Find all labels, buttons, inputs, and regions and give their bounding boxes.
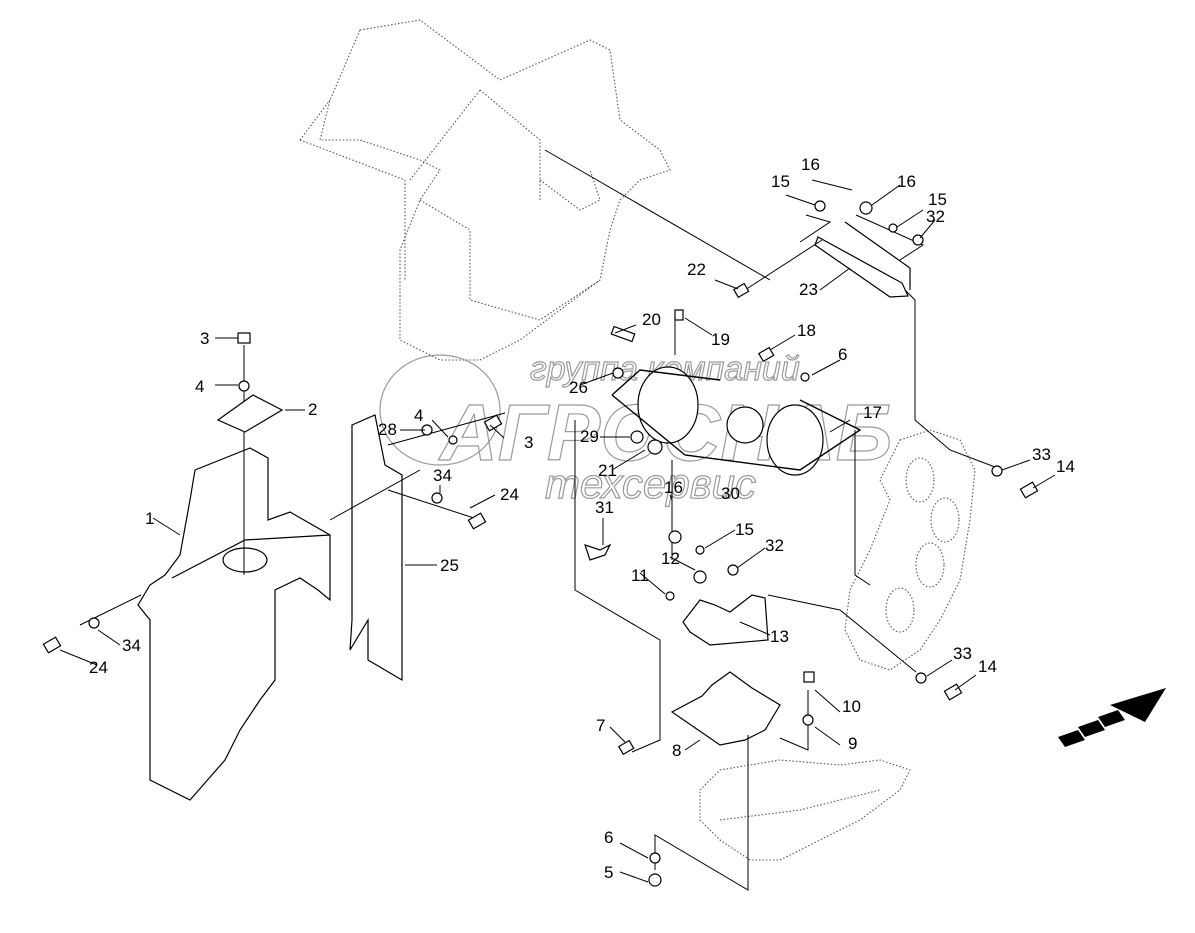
callout-25[interactable]: 25	[440, 556, 459, 575]
callout-13[interactable]: 13	[770, 627, 789, 646]
part-base-8	[670, 671, 781, 746]
callout-33[interactable]: 33	[953, 644, 972, 663]
callout-8[interactable]: 8	[672, 741, 681, 760]
callout-24[interactable]: 24	[89, 658, 108, 677]
leader-lines	[79, 149, 1004, 891]
callout-3[interactable]: 3	[524, 433, 533, 452]
callout-2[interactable]: 2	[308, 400, 317, 419]
callout-1[interactable]: 1	[145, 509, 154, 528]
callout-21[interactable]: 21	[598, 461, 617, 480]
callout-4[interactable]: 4	[195, 377, 204, 396]
callout-31[interactable]: 31	[595, 498, 614, 517]
part-plate-2	[216, 394, 284, 433]
callout-16[interactable]: 16	[897, 172, 916, 191]
callout-15[interactable]: 15	[735, 520, 754, 539]
callout-34[interactable]: 34	[433, 466, 452, 485]
part-bracket-1	[137, 345, 331, 801]
callout-33[interactable]: 33	[1032, 445, 1051, 464]
callout-29[interactable]: 29	[580, 427, 599, 446]
callout-10[interactable]: 10	[842, 697, 861, 716]
callout-leaders	[59, 179, 1056, 883]
callout-20[interactable]: 20	[642, 310, 661, 329]
callout-17[interactable]: 17	[863, 403, 882, 422]
callout-7[interactable]: 7	[596, 716, 605, 735]
callout-5[interactable]: 5	[604, 863, 613, 882]
callout-24[interactable]: 24	[500, 485, 519, 504]
callout-28[interactable]: 28	[378, 420, 397, 439]
callout-16[interactable]: 16	[664, 478, 683, 497]
coupling-assembly	[611, 366, 862, 476]
callout-26[interactable]: 26	[569, 378, 588, 397]
callout-11[interactable]: 11	[631, 566, 649, 585]
callout-9[interactable]: 9	[848, 734, 857, 753]
callout-34[interactable]: 34	[122, 636, 141, 655]
part-guard-25	[349, 414, 403, 682]
callout-14[interactable]: 14	[1056, 457, 1075, 476]
callout-3[interactable]: 3	[200, 329, 209, 348]
front-direction-arrow	[1058, 688, 1166, 747]
callout-22[interactable]: 22	[687, 260, 706, 279]
callout-16[interactable]: 16	[801, 155, 820, 174]
watermark-line3: техсервис	[545, 460, 756, 507]
bolt-3-top	[237, 332, 251, 344]
callout-32[interactable]: 32	[926, 207, 945, 226]
callout-4[interactable]: 4	[414, 406, 423, 425]
callout-30[interactable]: 30	[721, 484, 740, 503]
callout-6[interactable]: 6	[838, 345, 847, 364]
callout-15[interactable]: 15	[928, 190, 947, 209]
part-bracket-13	[682, 594, 769, 646]
callout-18[interactable]: 18	[797, 321, 816, 340]
callout-32[interactable]: 32	[765, 536, 784, 555]
callout-19[interactable]: 19	[711, 330, 730, 349]
callout-14[interactable]: 14	[978, 657, 997, 676]
callout-23[interactable]: 23	[799, 280, 818, 299]
callout-labels: 1 2 3 3 4 4 5 6 6 7 8 9 10 11 12 13 14 1…	[89, 155, 1075, 882]
callout-15[interactable]: 15	[771, 172, 790, 191]
callout-6[interactable]: 6	[604, 828, 613, 847]
ghost-frame	[299, 19, 976, 861]
callout-12[interactable]: 12	[661, 549, 680, 568]
